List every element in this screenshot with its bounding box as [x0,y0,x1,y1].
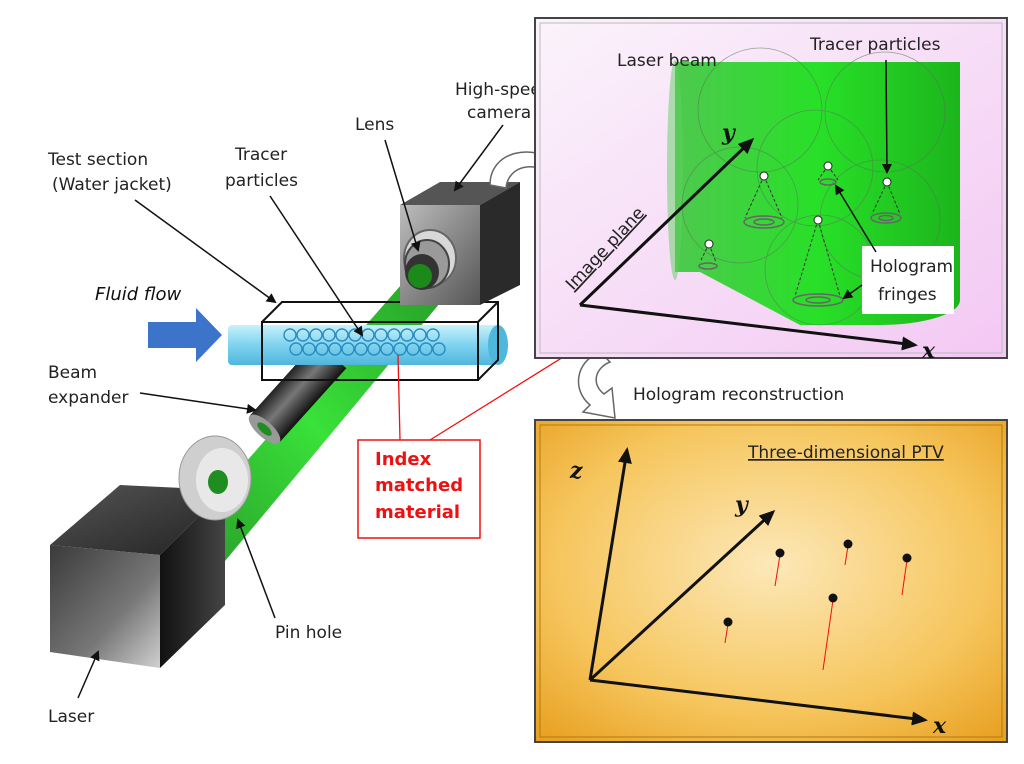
hologram-particles [698,161,902,307]
hologram-fringes-label: Hologram fringes [870,257,958,305]
bottom-axis-y [588,509,776,682]
laser-label: Laser [48,707,94,727]
index-pointer-1 [397,354,401,441]
bottom-axis-y-label: y [734,492,750,518]
bottom-inset-panel: Three-dimensional PTV z y x [534,419,1008,743]
high-speed-camera-label: High-speed camera [455,80,557,123]
beam-expander-pointer [139,392,257,414]
top-axis-y [578,137,755,307]
ptv-particles [723,539,912,671]
laser-pointer [77,650,100,699]
tracer-particles-inset-pointer [881,59,892,174]
tracer-particles-inset-label: Tracer particles [809,35,941,55]
fluid-flow-arrow-icon [148,308,222,362]
fringes-pointer-2 [842,284,863,300]
bottom-axis-z [588,447,632,681]
beam-expander-label: Beam expander [48,363,128,408]
top-axis-y-label: y [721,120,737,146]
beam-expander [248,341,347,444]
laser-beam-label: Laser beam [617,51,717,71]
pin-hole-disc [178,435,252,521]
bottom-axis-x-label: x [932,713,947,739]
fringes-pointer-1 [834,184,877,253]
top-axis-x-label: x [921,338,936,364]
test-section-pointer [134,199,277,304]
tracer-particles-label: Tracer particles [225,145,298,191]
index-matched-material-label: Index matched material [375,449,469,523]
fluid-flow-label: Fluid flow [95,284,182,305]
lens-pointer [384,139,421,252]
laser-box [50,485,225,668]
ptv-title: Three-dimensional PTV [747,443,944,463]
index-matched-material-box: Index matched material [357,439,481,539]
tracer-particles-pointer [269,195,364,337]
high-speed-camera [400,182,520,305]
test-section-label: Test section (Water jacket) [47,150,172,195]
hologram-fringes-box [862,246,954,314]
pin-hole-label: Pin hole [275,623,342,643]
camera-pointer [453,124,504,192]
bottom-axis-z-label: z [569,458,583,484]
top-axis-x [579,303,918,351]
bottom-axis-x [589,678,928,726]
pin-hole-pointer [236,518,276,619]
hologram-reconstruction-label: Hologram reconstruction [633,385,844,405]
lens-label: Lens [355,115,394,135]
top-inset-panel: y x [534,17,1008,364]
curved-arrow-icon [577,351,616,419]
